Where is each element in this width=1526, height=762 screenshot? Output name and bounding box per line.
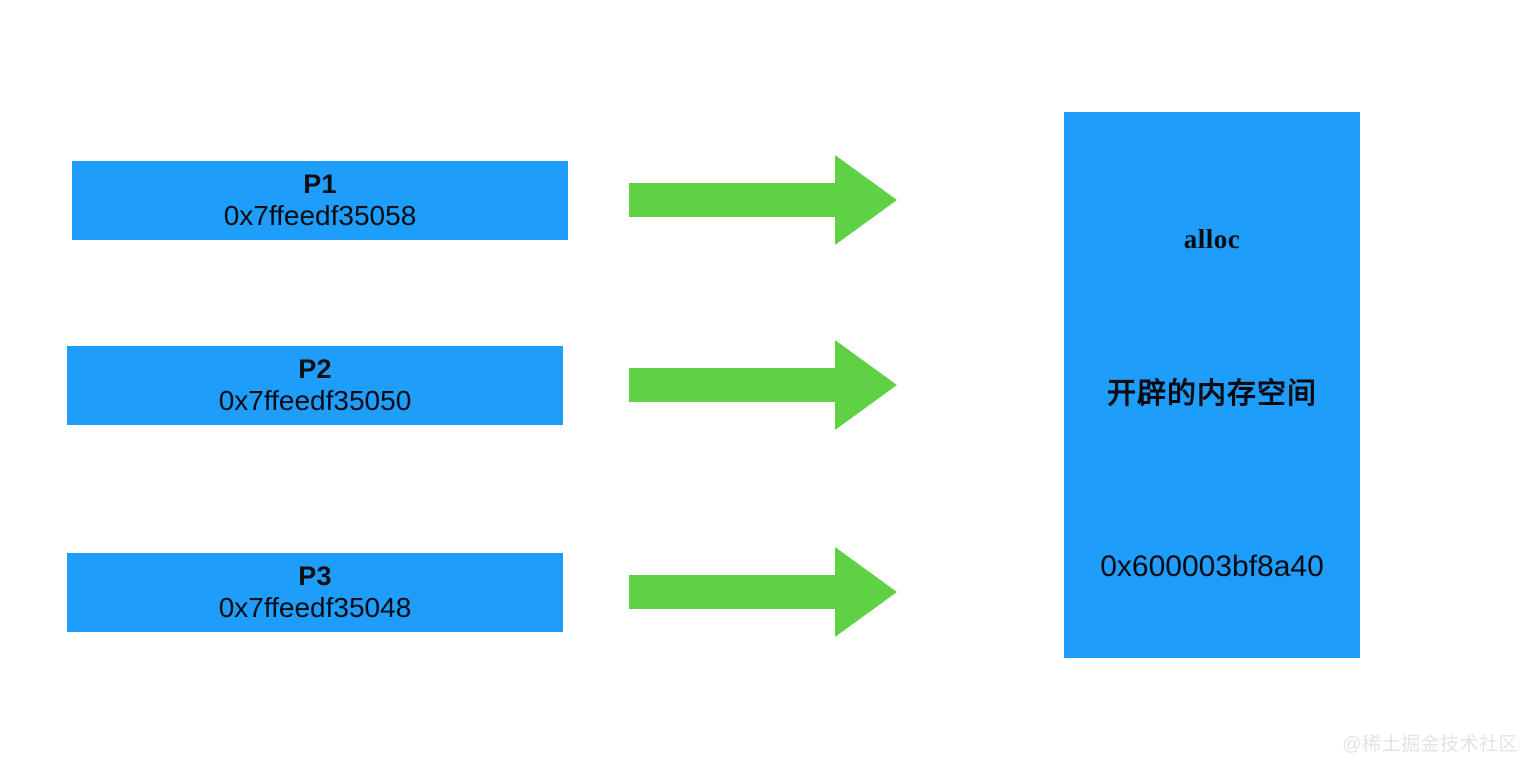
pointer-name-p1: P1 [303, 168, 337, 199]
pointer-address-p2: 0x7ffeedf35050 [218, 384, 412, 416]
pointer-address-p1: 0x7ffeedf35058 [223, 199, 417, 231]
memory-address-label: 0x600003bf8a40 [1100, 550, 1324, 583]
memory-alloc-label: alloc [1183, 224, 1241, 254]
pointer-name-p2: P2 [298, 353, 332, 384]
pointer-name-p3: P3 [298, 560, 332, 591]
pointer-box-p1: P1 0x7ffeedf35058 [72, 161, 568, 240]
right-block-arrow-1 [629, 150, 897, 250]
pointer-box-p2: P2 0x7ffeedf35050 [67, 346, 563, 425]
memory-description-label: 开辟的内存空间 [1106, 378, 1317, 410]
memory-block: alloc 开辟的内存空间 0x600003bf8a40 [1064, 112, 1360, 658]
right-block-arrow-3 [629, 542, 897, 642]
pointer-address-p3: 0x7ffeedf35048 [218, 591, 412, 623]
right-block-arrow-2 [629, 335, 897, 435]
pointer-box-p3: P3 0x7ffeedf35048 [67, 553, 563, 632]
watermark: @稀土掘金技术社区 [1342, 734, 1518, 755]
